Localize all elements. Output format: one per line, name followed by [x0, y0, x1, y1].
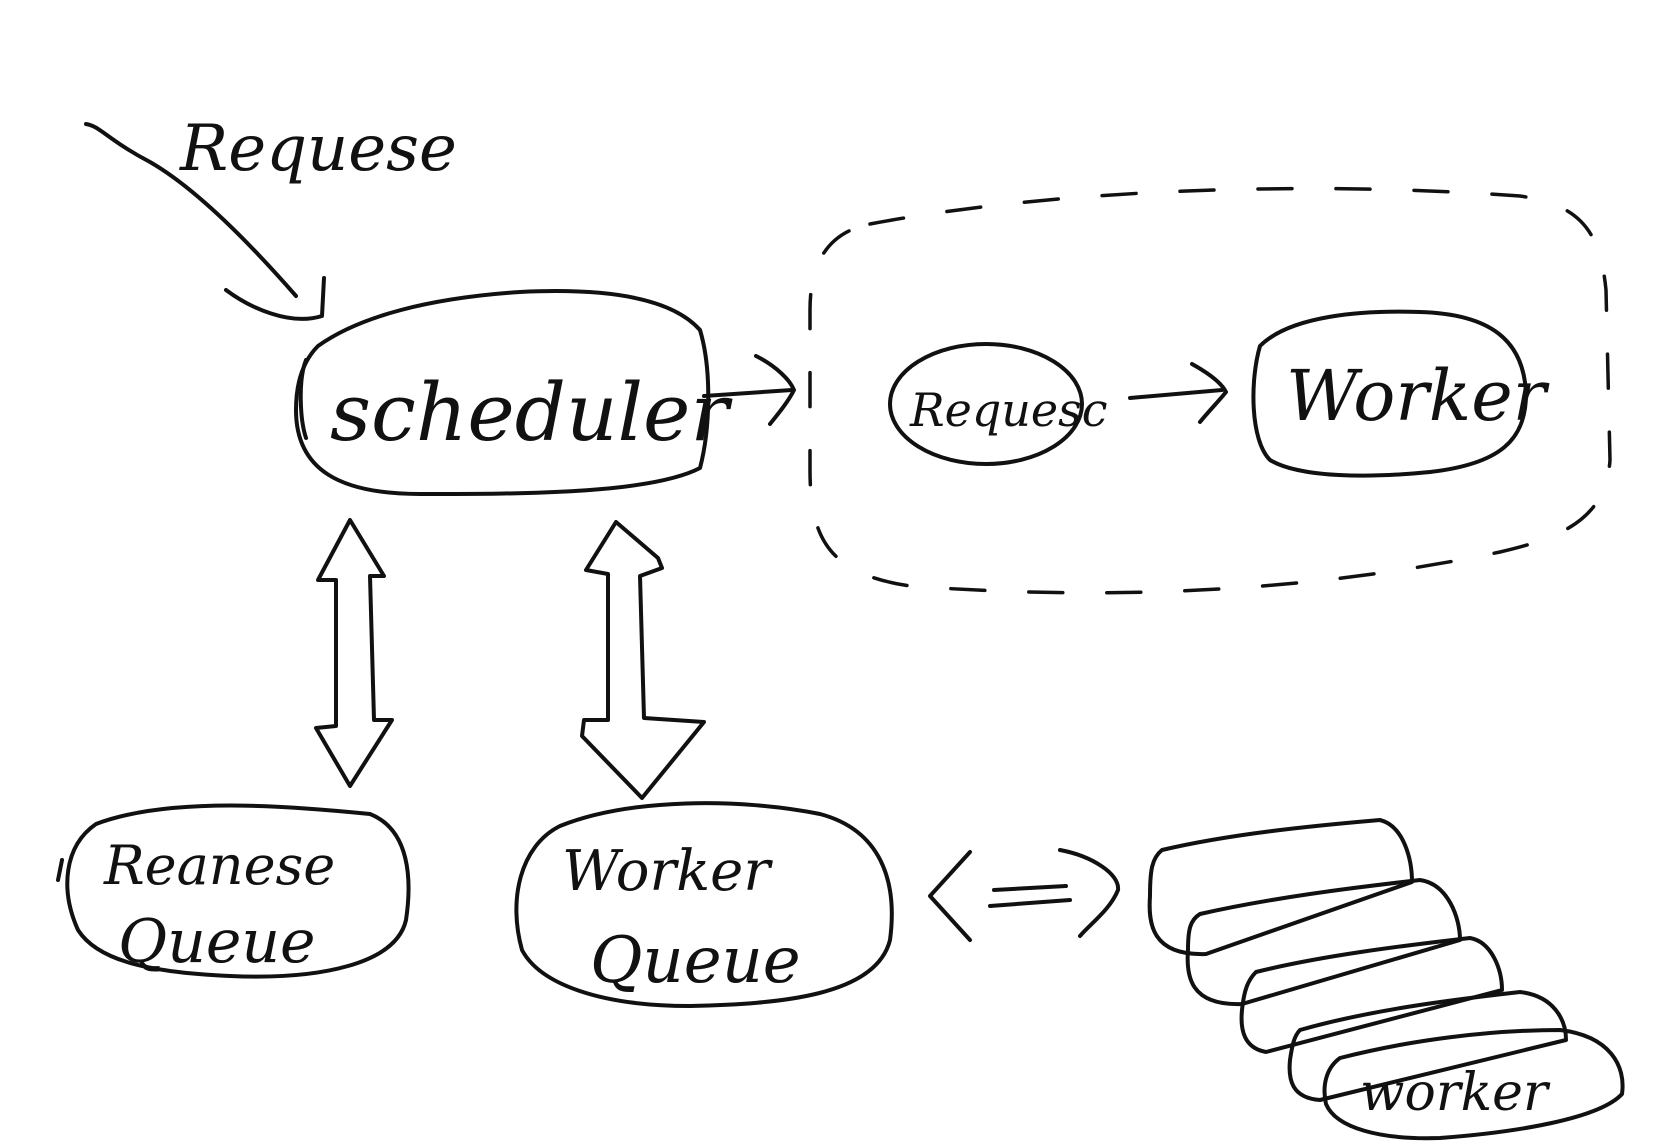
worker-pool-card-4 — [1287, 990, 1568, 1102]
worker-queue-pool-bidirectional-arrow — [928, 848, 1121, 942]
request-queue-node — [65, 803, 411, 979]
worker-pool-card-5 — [1322, 1028, 1625, 1141]
worker-node — [1251, 309, 1528, 478]
worker-pool-card-3 — [1239, 936, 1504, 1054]
worker-queue-node — [514, 801, 894, 1008]
scheduler-to-group-arrow — [702, 354, 796, 426]
worker-queue-label-line2: Queue — [590, 924, 801, 998]
request-queue-label-line1: Reanese — [103, 834, 335, 897]
request-node — [888, 342, 1084, 466]
dispatch-group-boundary — [808, 186, 1612, 595]
incoming-request-arrow — [84, 122, 326, 321]
request-to-worker-arrow — [1128, 362, 1228, 424]
worker-pool-card-2 — [1185, 878, 1462, 1007]
scheduler-label: scheduler — [330, 366, 733, 459]
worker-pool-card-1 — [1147, 818, 1414, 957]
worker-queue-label-line1: Worker — [562, 839, 773, 904]
request-queue-stroke — [56, 858, 64, 882]
scheduler-request-queue-double-arrow — [314, 518, 394, 788]
worker-node-label: Worker — [1286, 355, 1550, 437]
worker-pool-label: worker — [1360, 1063, 1551, 1123]
scheduler-worker-queue-double-arrow — [580, 520, 706, 800]
incoming-request-label: Requese — [179, 112, 457, 186]
request-queue-label-line2: Queue — [118, 907, 316, 977]
scheduler-node — [294, 289, 711, 496]
request-node-label: Requesc — [909, 383, 1108, 437]
worker-pool — [1147, 818, 1625, 1141]
